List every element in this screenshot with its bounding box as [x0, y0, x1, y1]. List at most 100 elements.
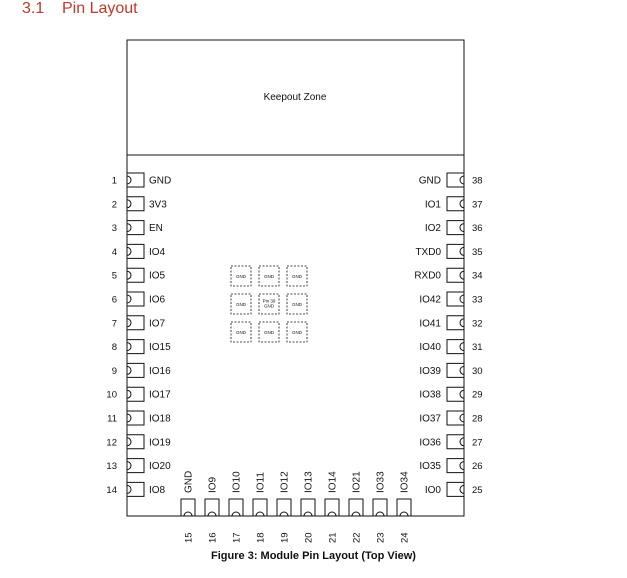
- section-heading: 3.1 Pin Layout: [22, 0, 138, 20]
- ground-pad: [258, 293, 280, 315]
- left-pin-name: IO6: [149, 295, 166, 306]
- right-pin-name: IO0: [425, 485, 442, 496]
- left-pin-number: 3: [112, 223, 117, 234]
- left-pin-name: IO8: [149, 485, 166, 496]
- bottom-pin-pad: [324, 498, 340, 517]
- left-pin-number: 7: [112, 318, 117, 329]
- right-pin-pad: [446, 172, 465, 188]
- bottom-pin-name: GND: [184, 471, 195, 493]
- ground-pad-label: GND: [236, 330, 247, 335]
- left-pin-name: IO5: [149, 271, 166, 282]
- left-pin-pad: [126, 243, 145, 259]
- bottom-pin-pad: [204, 498, 220, 517]
- left-pin-name: IO16: [149, 366, 171, 377]
- ground-pad: [286, 321, 308, 343]
- left-pin-name: IO17: [149, 390, 171, 401]
- left-pin-name: EN: [149, 223, 163, 234]
- right-pin-number: 31: [472, 342, 483, 353]
- left-pin-name: IO4: [149, 247, 166, 258]
- right-pin-number: 28: [472, 414, 483, 425]
- left-pin-pad: [126, 481, 145, 497]
- left-pin-number: 9: [112, 366, 117, 377]
- bottom-pin-number: 23: [376, 532, 387, 543]
- left-pin-number: 14: [106, 485, 117, 496]
- ground-pad: [230, 293, 252, 315]
- left-pin-pad: [126, 315, 145, 331]
- ground-pad-label: GND: [292, 302, 303, 307]
- right-pin-pad: [446, 243, 465, 259]
- right-pin-name: IO42: [419, 295, 441, 306]
- left-pin-pad: [126, 410, 145, 426]
- right-pin-name: RXD0: [414, 271, 441, 282]
- bottom-pin-pad: [348, 498, 364, 517]
- right-pin-number: 34: [472, 271, 483, 282]
- figure-caption: Figure 3: Module Pin Layout (Top View): [211, 550, 416, 562]
- bottom-pin-pad: [300, 498, 316, 517]
- left-pin-pad: [126, 220, 145, 236]
- ground-pad-label: GND: [292, 330, 303, 335]
- section-title: Pin Layout: [62, 0, 138, 17]
- right-pin-row: 38GND37IO136IO235TXD034RXD033IO4232IO413…: [414, 172, 483, 497]
- bottom-pin-row: GND15IO916IO1017IO1118IO1219IO1320IO1421…: [180, 471, 412, 543]
- left-pin-number: 2: [112, 199, 117, 210]
- left-pin-number: 13: [106, 461, 117, 472]
- bottom-pin-number: 24: [400, 532, 411, 543]
- left-pin-name: GND: [149, 176, 171, 187]
- bottom-pin-pad: [396, 498, 412, 517]
- bottom-pin-pad: [180, 498, 196, 517]
- right-pin-number: 33: [472, 295, 483, 306]
- right-pin-name: IO40: [419, 342, 441, 353]
- right-pin-name: IO36: [419, 437, 441, 448]
- right-pin-number: 30: [472, 366, 483, 377]
- bottom-pin-name: IO9: [208, 476, 219, 493]
- left-pin-name: 3V3: [149, 199, 167, 210]
- left-pin-pad: [126, 267, 145, 283]
- right-pin-number: 35: [472, 247, 483, 258]
- right-pin-name: IO2: [425, 223, 442, 234]
- right-pin-name: IO38: [419, 390, 441, 401]
- right-pin-name: IO39: [419, 366, 441, 377]
- right-pin-pad: [446, 291, 465, 307]
- right-pin-name: TXD0: [415, 247, 441, 258]
- left-pin-pad: [126, 196, 145, 212]
- right-pin-number: 26: [472, 461, 483, 472]
- left-pin-number: 8: [112, 342, 117, 353]
- right-pin-pad: [446, 339, 465, 355]
- right-pin-name: IO41: [419, 318, 441, 329]
- right-pin-number: 32: [472, 318, 483, 329]
- right-pin-name: IO1: [425, 199, 442, 210]
- bottom-pin-pad: [252, 498, 268, 517]
- bottom-pin-pad: [228, 498, 244, 517]
- bottom-pin-name: IO14: [328, 471, 339, 493]
- section-number: 3.1: [22, 0, 45, 17]
- left-pin-pad: [126, 362, 145, 378]
- right-pin-number: 29: [472, 390, 483, 401]
- left-pin-number: 12: [106, 437, 117, 448]
- right-pin-number: 36: [472, 223, 483, 234]
- bottom-pin-number: 15: [184, 532, 195, 543]
- ground-pad: [258, 321, 280, 343]
- ground-pad-label: GND: [264, 274, 275, 279]
- bottom-pin-number: 16: [208, 532, 219, 543]
- left-pin-number: 11: [107, 414, 117, 425]
- right-pin-name: IO35: [419, 461, 441, 472]
- left-pin-pad: [126, 339, 145, 355]
- ground-pad: [258, 265, 280, 287]
- left-pin-name: IO15: [149, 342, 171, 353]
- left-pin-name: IO18: [149, 414, 171, 425]
- left-pin-name: IO20: [149, 461, 171, 472]
- bottom-pin-name: IO13: [304, 471, 315, 493]
- right-pin-number: 25: [472, 485, 483, 496]
- right-pin-pad: [446, 220, 465, 236]
- right-pin-number: 37: [472, 199, 483, 210]
- right-pin-pad: [446, 267, 465, 283]
- ground-pad: [286, 265, 308, 287]
- right-pin-pad: [446, 315, 465, 331]
- ground-pad-label: GND: [236, 274, 247, 279]
- left-pin-number: 4: [112, 247, 117, 258]
- right-pin-pad: [446, 410, 465, 426]
- ground-pad: [230, 321, 252, 343]
- left-pin-pad: [126, 434, 145, 450]
